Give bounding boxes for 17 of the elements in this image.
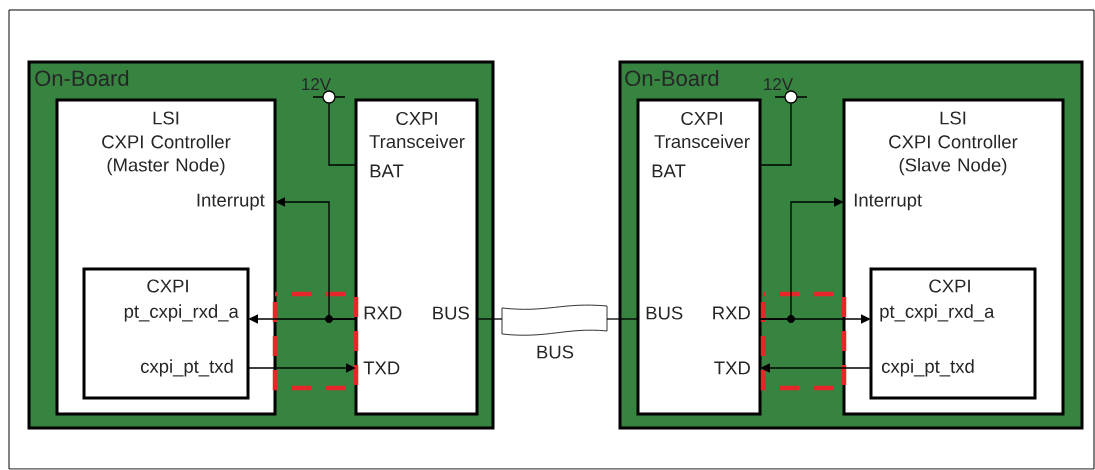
pin-label: TXD (714, 361, 750, 375)
pin-label: BUS (433, 306, 469, 320)
connector-arrow (247, 363, 356, 373)
voltage-label: 12V (764, 78, 794, 90)
pin-label: RXD (364, 306, 402, 320)
connector-arrow (275, 197, 357, 320)
cable-label: BUS (537, 345, 574, 359)
pin-label: BUS (646, 306, 683, 320)
voltage-label: 12V (302, 78, 332, 90)
pin-label: TXD (363, 361, 400, 375)
pin-label: RXD (713, 306, 750, 320)
pin-label: cxpi_pt_txd (141, 359, 233, 377)
pin-label: Interrupt (197, 193, 265, 211)
connector-arrow (759, 197, 844, 320)
connector-arrow (760, 363, 872, 373)
pin-label: cxpi_pt_txd (882, 359, 974, 377)
pin-label: Interrupt (854, 193, 922, 211)
